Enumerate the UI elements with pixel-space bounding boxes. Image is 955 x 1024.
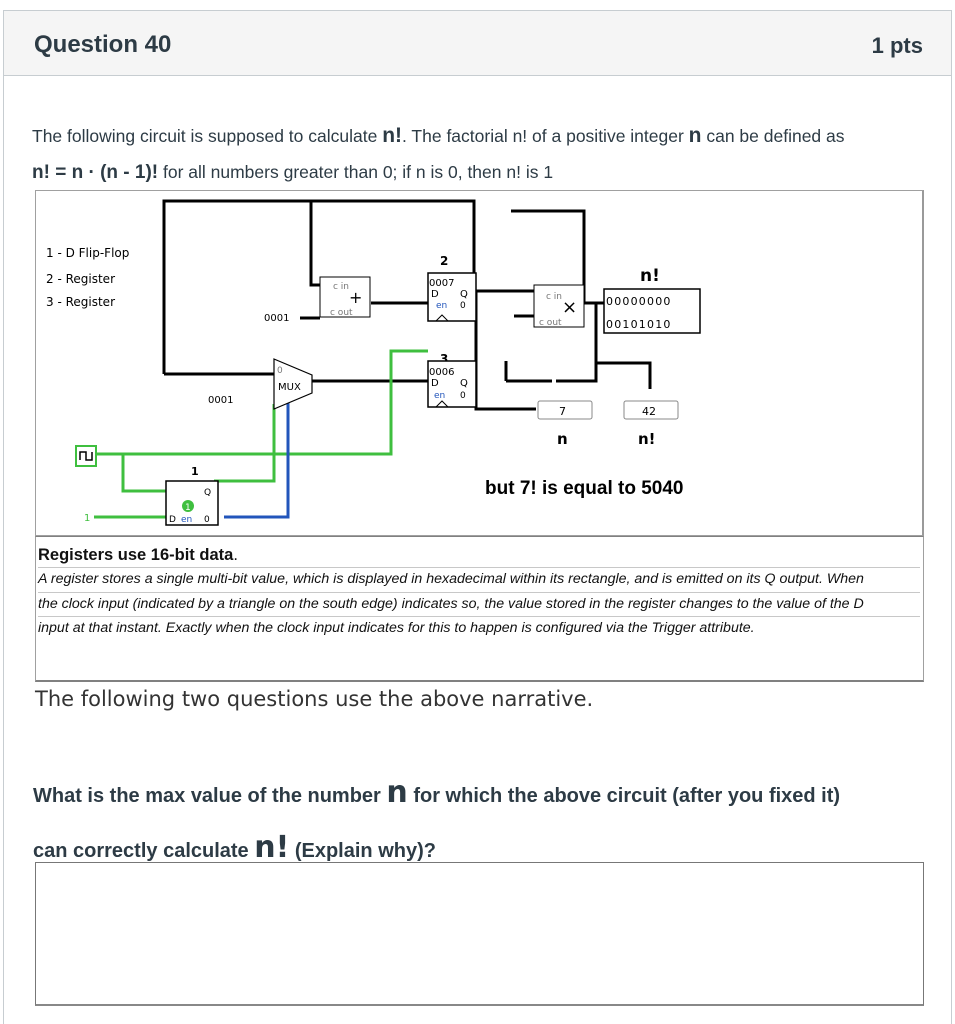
- adder-cin: c in: [333, 282, 349, 292]
- nfact-probe-value: 42: [642, 405, 656, 418]
- adder-cout: c out: [330, 308, 353, 318]
- reg3-d: D: [431, 378, 439, 389]
- narrative-heading-text: Registers use 16-bit data: [38, 546, 234, 564]
- question-intro: The following circuit is supposed to cal…: [32, 118, 922, 191]
- reg2-value: 0007: [429, 278, 454, 289]
- multiplier-block: [533, 284, 585, 328]
- adder-constant: 0001: [264, 313, 289, 324]
- ff-state-indicator: [182, 500, 194, 512]
- intro-line-2: n! = n · (n - 1)! for all numbers greate…: [32, 154, 922, 191]
- ff-zero: 0: [204, 515, 210, 525]
- reg2-clock-icon: [434, 314, 450, 322]
- answer-textbox[interactable]: [35, 862, 924, 1006]
- adder-op: +: [349, 288, 362, 307]
- intro-n: n: [688, 124, 702, 147]
- clock-wave-icon: [79, 451, 93, 461]
- note-text: but 7! is equal to 5040: [485, 478, 684, 499]
- ff-d: D: [169, 515, 176, 525]
- legend-item: 2 - Register: [46, 272, 115, 286]
- binary-display: [603, 288, 701, 334]
- intro-nfact: n!: [382, 124, 403, 147]
- green-wires: [88, 349, 428, 519]
- n-label: n: [557, 430, 568, 448]
- mult-cout: c out: [539, 318, 562, 328]
- question-title: Question 40: [34, 31, 172, 58]
- intro-text: for all numbers greater than 0; if n is …: [158, 162, 554, 182]
- narrative-line: input at that instant. Exactly when the …: [38, 616, 920, 641]
- intro-text: . The factorial n! of a positive integer: [402, 126, 689, 146]
- question-header: Question 40 1 pts: [4, 11, 951, 76]
- q2-text: (Explain why)?: [289, 840, 436, 862]
- blue-wires: [224, 318, 440, 519]
- register-2: [427, 272, 477, 322]
- reg2-number: 2: [440, 254, 448, 268]
- narrative-heading: Registers use 16-bit data.: [38, 543, 920, 567]
- intro-text: can be defined as: [701, 126, 845, 146]
- reg2-d: D: [431, 289, 439, 300]
- mux-constant: 0001: [208, 395, 233, 406]
- narrative-line: the clock input (indicated by a triangle…: [38, 591, 920, 617]
- ff-number: 1: [191, 465, 199, 478]
- reg3-en: en: [434, 391, 445, 401]
- n-probe-value: 7: [559, 405, 566, 418]
- binary-bottom: 00101010: [606, 318, 672, 331]
- n-probe: [537, 400, 593, 420]
- ff-q: Q: [204, 488, 211, 498]
- reg2-en: en: [436, 301, 447, 311]
- q2-text: What is the max value of the number: [33, 785, 387, 807]
- adder-block: [319, 276, 371, 318]
- intro-line-1: The following circuit is supposed to cal…: [32, 118, 922, 154]
- q2-line-1: What is the max value of the number n fo…: [33, 767, 923, 822]
- circuit-figure: 1 - D Flip-Flop 2 - Register 3 - Registe…: [35, 190, 924, 536]
- mult-op: ×: [562, 297, 577, 318]
- reg3-q: Q: [460, 378, 468, 389]
- reg3-zero: 0: [460, 391, 466, 401]
- reg3-number: 3: [440, 352, 448, 366]
- mult-cin: c in: [546, 292, 562, 302]
- narrative-line: A register stores a single multi-bit val…: [38, 567, 920, 592]
- q2-text: can correctly calculate: [33, 840, 255, 862]
- mux-sel: 0: [277, 366, 283, 376]
- mux-block: [273, 358, 313, 410]
- register-3: [427, 360, 477, 408]
- legend-item: 1 - D Flip-Flop: [46, 246, 129, 260]
- nfact-label: n!: [638, 430, 656, 448]
- nfact-title: n!: [640, 266, 660, 286]
- q2-text: for which the above circuit (after you f…: [407, 785, 841, 807]
- reg2-zero: 0: [460, 301, 466, 311]
- following-text: The following two questions use the abov…: [35, 687, 594, 711]
- reg3-value: 0006: [429, 367, 454, 378]
- mux-label: MUX: [278, 382, 301, 393]
- question-2-prompt: What is the max value of the number n fo…: [33, 767, 923, 877]
- constant-one: 1: [84, 513, 90, 524]
- nfact-probe: [623, 400, 679, 420]
- q2-line-2: can correctly calculate n! (Explain why)…: [33, 822, 923, 877]
- reg2-q: Q: [460, 289, 468, 300]
- legend-item: 3 - Register: [46, 295, 115, 309]
- ff-state: 1: [185, 503, 191, 513]
- register-narrative: Registers use 16-bit data. A register st…: [35, 536, 924, 682]
- ff-en: en: [181, 515, 192, 525]
- circuit-diagram: 1 - D Flip-Flop 2 - Register 3 - Registe…: [46, 199, 701, 526]
- q2-nfact: n!: [254, 830, 290, 865]
- narrative-heading-period: .: [233, 546, 238, 564]
- q2-n: n: [386, 775, 408, 810]
- intro-text: The following circuit is supposed to cal…: [32, 126, 383, 146]
- question-points: 1 pts: [871, 33, 923, 58]
- binary-top: 00000000: [606, 295, 672, 308]
- reg3-clock-icon: [434, 400, 450, 408]
- intro-formula: n! = n · (n - 1)!: [32, 162, 159, 183]
